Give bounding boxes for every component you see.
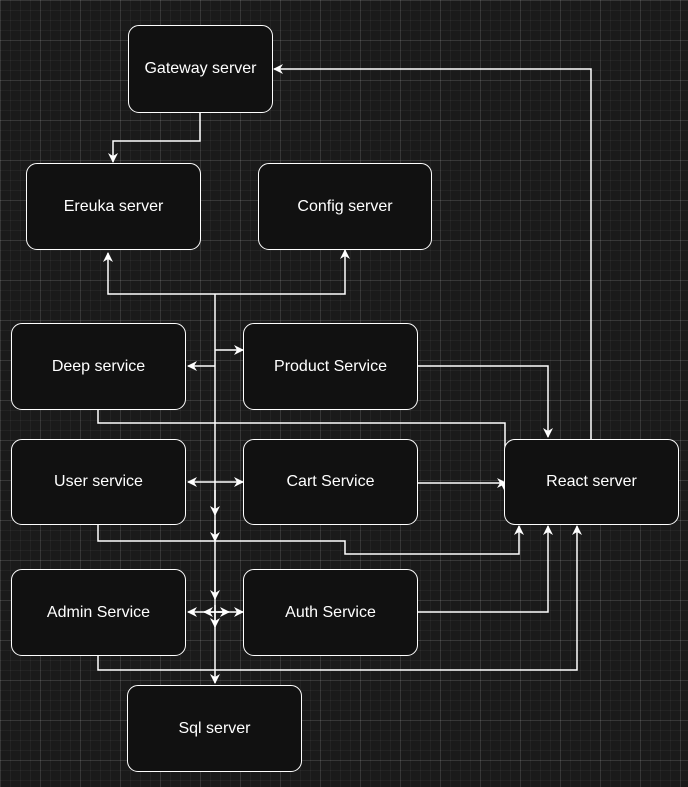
node-admin-label: Admin Service xyxy=(46,603,151,621)
node-product-service[interactable]: Product Service xyxy=(243,323,418,410)
edge-react-to-gateway xyxy=(273,64,592,439)
node-sql-label: Sql server xyxy=(178,719,251,737)
node-product-label: Product Service xyxy=(274,357,387,375)
node-deep-label: Deep service xyxy=(51,357,146,375)
edge-admin-to-react xyxy=(97,525,582,671)
node-auth-label: Auth Service xyxy=(285,603,376,621)
edge-hub-to-eureka xyxy=(103,252,215,295)
node-sql-server[interactable]: Sql server xyxy=(127,685,302,772)
node-eureka-label: Ereuka server xyxy=(63,197,164,215)
edge-hub-to-config xyxy=(215,249,350,295)
node-deep-service[interactable]: Deep service xyxy=(11,323,186,410)
node-react-label: React server xyxy=(546,473,637,490)
node-user-label: User service xyxy=(54,473,143,490)
node-react-server[interactable]: React server xyxy=(504,439,679,525)
node-cart-label: Cart Service xyxy=(286,473,375,490)
edge-auth-to-react xyxy=(418,525,553,613)
node-gateway-label: Gateway server xyxy=(144,60,257,77)
node-config-label: Config server xyxy=(297,197,393,215)
edge-product-to-react xyxy=(418,365,553,438)
node-gateway-server[interactable]: Gateway server xyxy=(128,25,273,113)
node-eureka-server[interactable]: Ereuka server xyxy=(26,163,201,250)
node-cart-service[interactable]: Cart Service xyxy=(243,439,418,525)
node-auth-service[interactable]: Auth Service xyxy=(243,569,418,656)
node-admin-service[interactable]: Admin Service xyxy=(11,569,186,656)
node-config-server[interactable]: Config server xyxy=(258,163,432,250)
edge-user-to-react xyxy=(97,525,524,555)
edge-gateway-to-eureka xyxy=(108,113,201,163)
node-user-service[interactable]: User service xyxy=(11,439,186,525)
